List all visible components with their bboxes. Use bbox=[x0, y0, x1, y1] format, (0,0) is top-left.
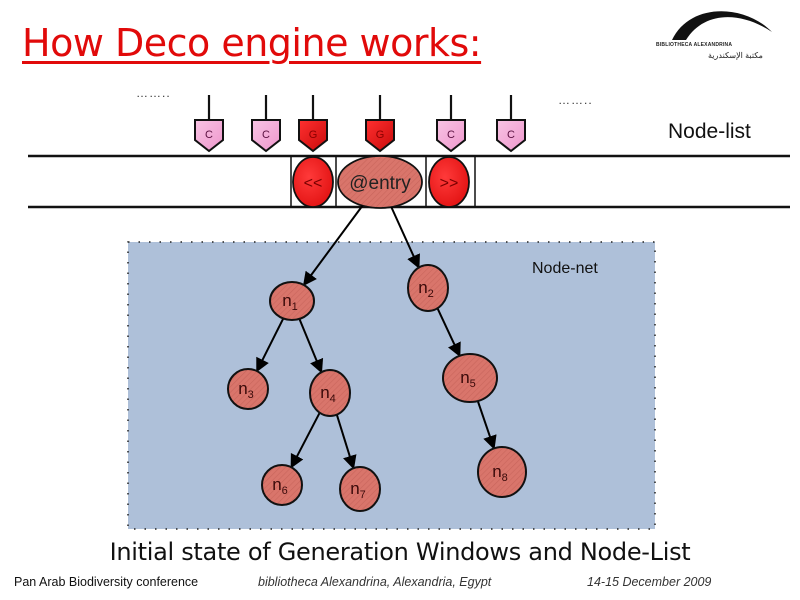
node-n1[interactable]: n1 bbox=[269, 281, 315, 321]
marker-label: C bbox=[205, 129, 213, 141]
edge-n4-n7 bbox=[335, 414, 357, 470]
edge-group bbox=[256, 205, 497, 470]
slide-caption: Initial state of Generation Windows and … bbox=[109, 538, 691, 566]
node-n4[interactable]: n4 bbox=[309, 369, 351, 417]
node-circle bbox=[477, 446, 527, 498]
logo-arch-icon bbox=[672, 11, 772, 40]
edge-n1-n3 bbox=[256, 317, 285, 373]
node-circle bbox=[339, 466, 381, 512]
node-circle bbox=[407, 264, 449, 312]
node-n3[interactable]: n3 bbox=[227, 368, 269, 410]
marker-candidate-5[interactable]: C bbox=[436, 95, 466, 153]
node-n6[interactable]: n6 bbox=[261, 464, 303, 506]
ellipsis-left: …….. bbox=[136, 86, 171, 100]
marker-candidate-2[interactable]: C bbox=[251, 95, 281, 153]
marker-label: C bbox=[507, 129, 515, 141]
edge-n4-n6 bbox=[290, 412, 321, 469]
logo-text-ar: مكتبة الإسكندرية bbox=[708, 51, 763, 60]
node-n8[interactable]: n8 bbox=[477, 446, 527, 498]
node-circle bbox=[442, 353, 498, 403]
edge-n2-n5 bbox=[436, 307, 461, 358]
node-n7[interactable]: n7 bbox=[339, 466, 381, 512]
prev-window-button[interactable] bbox=[292, 156, 334, 208]
marker-shape bbox=[436, 119, 466, 153]
node-n2[interactable]: n2 bbox=[407, 264, 449, 312]
entry-node[interactable] bbox=[337, 155, 423, 209]
slide-title: How Deco engine works: bbox=[22, 21, 482, 65]
node-circle bbox=[227, 368, 269, 410]
window-cell-borders bbox=[290, 156, 476, 207]
marker-shape bbox=[298, 119, 328, 153]
bibliotheca-alexandrina-logo: BIBLIOTHECA ALEXANDRINA مكتبة الإسكندرية bbox=[650, 2, 790, 66]
prev-window-label: << bbox=[304, 175, 323, 192]
marker-label: G bbox=[376, 129, 385, 141]
marker-label: C bbox=[262, 129, 270, 141]
node-n5[interactable]: n5 bbox=[442, 353, 498, 403]
edge-entry-n2 bbox=[390, 206, 420, 269]
marker-shape bbox=[496, 119, 526, 153]
node-list-label: Node-list bbox=[668, 120, 751, 143]
node-circle bbox=[261, 464, 303, 506]
marker-label: C bbox=[447, 129, 455, 141]
node-net-label: Node-net bbox=[532, 260, 598, 277]
edge-n1-n4 bbox=[298, 318, 324, 374]
marker-shape bbox=[194, 119, 224, 153]
node-net-border bbox=[127, 241, 656, 530]
next-window-label: >> bbox=[440, 175, 459, 192]
node-group: n1 n2 n3 n4 n5 n6 n7 n8 bbox=[227, 264, 527, 512]
footer-conference: Pan Arab Biodiversity conference bbox=[14, 575, 199, 589]
marker-label: G bbox=[309, 129, 318, 141]
node-circle bbox=[309, 369, 351, 417]
edge-entry-n1 bbox=[302, 205, 364, 287]
marker-candidate-1[interactable]: C bbox=[194, 95, 224, 153]
entry-node-label: @entry bbox=[349, 173, 411, 194]
edge-n5-n8 bbox=[476, 400, 497, 450]
node-net-area bbox=[128, 242, 655, 529]
marker-shape bbox=[251, 119, 281, 153]
ellipsis-right: …….. bbox=[558, 93, 593, 107]
marker-shape bbox=[365, 119, 395, 153]
next-window-button[interactable] bbox=[428, 156, 470, 208]
marker-generation-4[interactable]: G bbox=[365, 95, 395, 153]
footer-venue: bibliotheca Alexandrina, Alexandria, Egy… bbox=[258, 575, 492, 589]
footer-date: 14-15 December 2009 bbox=[587, 575, 712, 589]
marker-generation-3[interactable]: G bbox=[298, 95, 328, 153]
node-circle bbox=[269, 281, 315, 321]
marker-candidate-6[interactable]: C bbox=[496, 95, 526, 153]
logo-text-en: BIBLIOTHECA ALEXANDRINA bbox=[656, 42, 733, 48]
